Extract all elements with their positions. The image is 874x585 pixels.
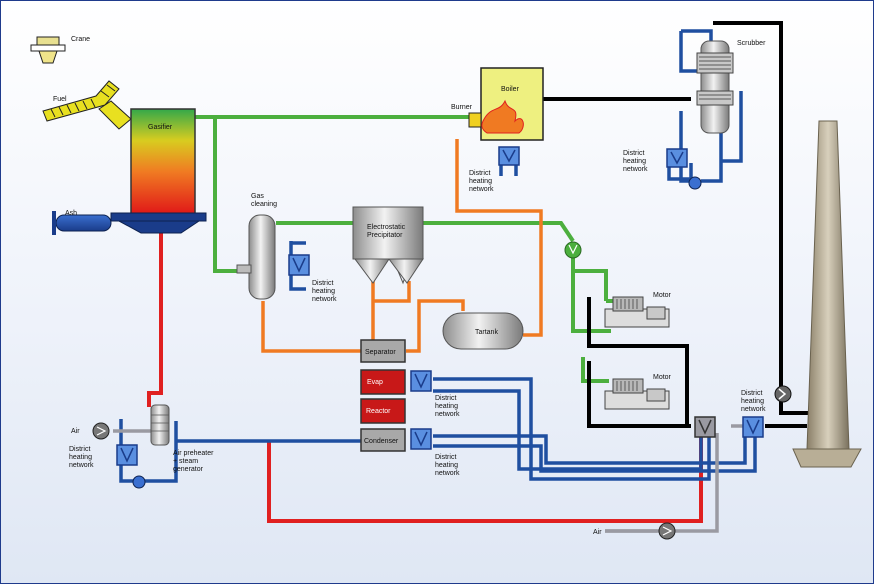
dh-right-2: heating bbox=[741, 398, 764, 405]
gray-air-pipes bbox=[113, 424, 743, 533]
left-heat-exchanger-icon bbox=[116, 444, 138, 466]
dh-scrubber-2: heating bbox=[623, 158, 646, 165]
tar-tank-label: Tartank bbox=[475, 329, 498, 336]
electrostatic-precipitator bbox=[352, 206, 424, 285]
boiler-heat-exchanger-icon bbox=[498, 146, 520, 166]
left-air-fan-icon bbox=[92, 422, 110, 440]
air-preheater-label-3: generator bbox=[173, 466, 204, 473]
dh-right-3: network bbox=[741, 406, 766, 413]
dh-scrubber-3: network bbox=[623, 166, 648, 173]
air-preheater-label-2: + steam bbox=[173, 458, 198, 465]
esp-label-2: Precipitator bbox=[367, 232, 403, 239]
scrubber-label: Scrubber bbox=[737, 40, 766, 47]
separator-unit bbox=[360, 339, 406, 363]
dh-boiler-3: network bbox=[469, 186, 494, 193]
bottom-air-fan-icon bbox=[658, 522, 676, 540]
fuel-label: Fuel bbox=[53, 96, 67, 103]
dh-gas-cleaning-2: heating bbox=[312, 288, 335, 295]
blue-water-pipes bbox=[119, 29, 757, 483]
left-pump-icon bbox=[132, 475, 146, 489]
air-preheater bbox=[150, 404, 170, 446]
scrubber bbox=[696, 40, 734, 134]
dh-boiler-1: District bbox=[469, 170, 490, 177]
boiler-label: Boiler bbox=[501, 86, 520, 93]
motor-1-label: Motor bbox=[653, 292, 672, 299]
air-left-label: Air bbox=[71, 428, 80, 435]
crane-label: Crane bbox=[71, 36, 90, 43]
flue-fan-icon bbox=[774, 385, 792, 403]
condenser-heat-exchanger-icon bbox=[410, 428, 432, 450]
reactor-label: Reactor bbox=[366, 408, 391, 415]
dh-left-3: network bbox=[69, 462, 94, 469]
dh-boiler-2: heating bbox=[469, 178, 492, 185]
separator-label: Separator bbox=[365, 349, 396, 356]
air-preheater-label-1: Air preheater bbox=[173, 450, 214, 457]
fuel-conveyor-icon bbox=[42, 80, 132, 130]
boiler bbox=[468, 67, 544, 141]
dh-scrubber-1: District bbox=[623, 150, 644, 157]
motor-2-label: Motor bbox=[653, 374, 672, 381]
dh-gas-cleaning-3: network bbox=[312, 296, 337, 303]
black-flue-pipes bbox=[543, 21, 819, 428]
district-heating-heat-exchanger-icon bbox=[742, 416, 764, 438]
dh-condenser-3: network bbox=[435, 470, 460, 477]
esp-label-1: Electrostatic bbox=[367, 224, 406, 231]
scrubber-pump-icon bbox=[688, 176, 702, 190]
chimney-stack bbox=[792, 120, 862, 468]
burner-label: Burner bbox=[451, 104, 473, 111]
dh-left-2: heating bbox=[69, 454, 92, 461]
crane-icon bbox=[30, 36, 66, 64]
gas-valve-icon bbox=[564, 241, 582, 259]
gas-engine-2 bbox=[604, 378, 670, 410]
dh-evap-1: District bbox=[435, 395, 456, 402]
condenser-label: Condenser bbox=[364, 438, 399, 445]
gasifier bbox=[110, 108, 207, 234]
air-bottom-label: Air bbox=[593, 529, 602, 536]
exhaust-heat-exchanger-icon bbox=[694, 416, 716, 438]
gas-cleaning-label-2: cleaning bbox=[251, 201, 277, 208]
dh-condenser-1: District bbox=[435, 454, 456, 461]
dh-right-1: District bbox=[741, 390, 762, 397]
tar-tank bbox=[442, 312, 524, 350]
gas-engine-1 bbox=[604, 296, 670, 328]
reactor-unit bbox=[360, 398, 406, 424]
gas-cleaning-vessel bbox=[236, 214, 276, 300]
dh-evap-3: network bbox=[435, 411, 460, 418]
condenser-unit bbox=[360, 428, 406, 452]
ash-outlet bbox=[52, 211, 112, 235]
evap-label: Evap bbox=[367, 379, 383, 386]
gas-cleaning-label-1: Gas bbox=[251, 193, 264, 200]
scrubber-heat-exchanger-icon bbox=[666, 148, 688, 168]
dh-condenser-2: heating bbox=[435, 462, 458, 469]
gasifier-label: Gasifier bbox=[148, 124, 173, 131]
evap-unit bbox=[360, 369, 406, 395]
dh-evap-2: heating bbox=[435, 403, 458, 410]
dh-left-1: District bbox=[69, 446, 90, 453]
ash-label: Ash bbox=[65, 210, 77, 217]
orange-tar-pipes bbox=[261, 139, 543, 353]
gas-cleaning-heat-exchanger-icon bbox=[288, 254, 310, 276]
evap-heat-exchanger-icon bbox=[410, 370, 432, 392]
dh-gas-cleaning-1: District bbox=[312, 280, 333, 287]
red-hot-pipes bbox=[147, 226, 703, 523]
